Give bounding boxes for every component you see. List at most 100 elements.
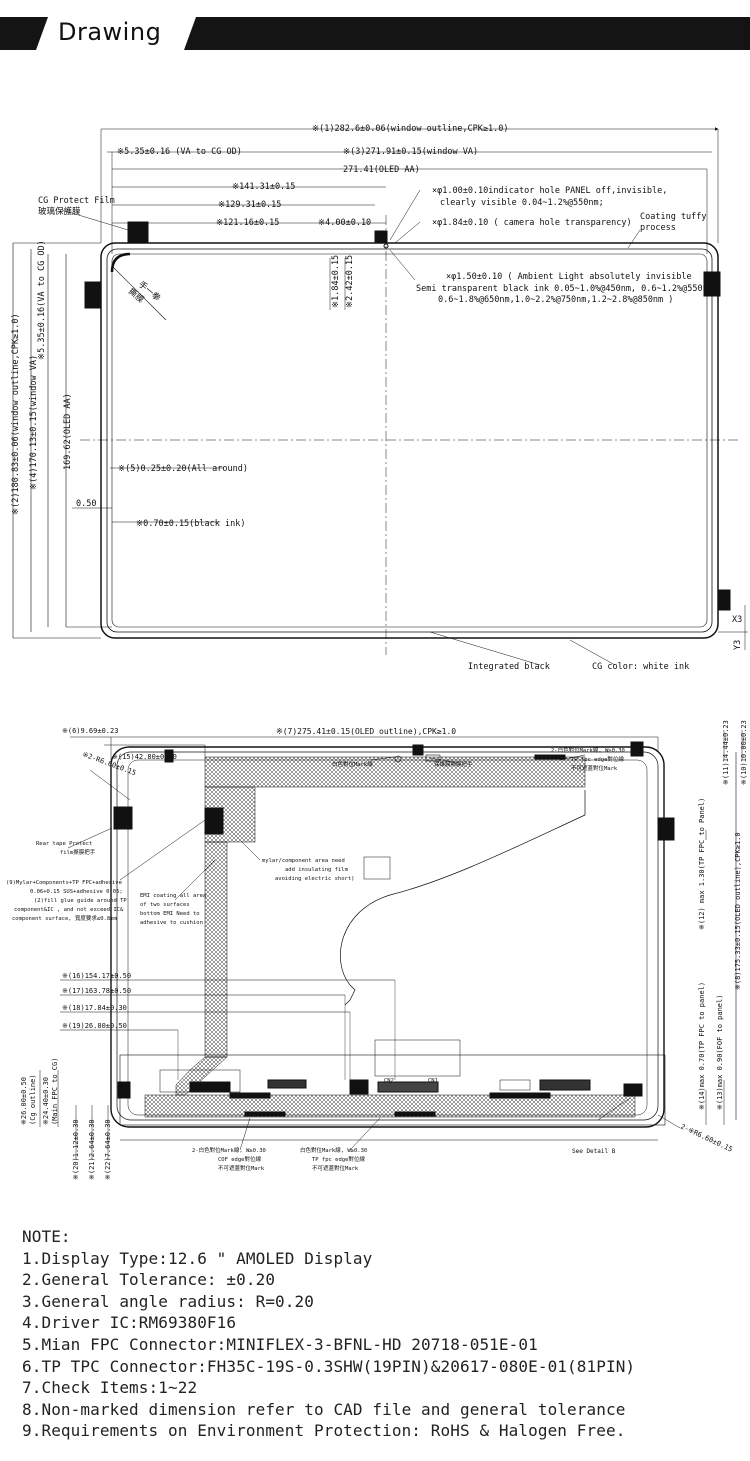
protect-film-tab-right-bottom: [717, 589, 731, 611]
oled-outline-bottom: [116, 751, 659, 1121]
note-item: 6.TP TPC Connector:FH35C-19S-0.3SHW(19PI…: [22, 1356, 636, 1376]
oled-aa: [111, 253, 708, 628]
dim-oled-aa-w: 271.41(OLED AA): [343, 165, 420, 175]
dim-y3: Y3: [733, 640, 743, 650]
mylar-note5: component surface, 寬度要求≤0.8mm: [12, 914, 117, 922]
note-item: 1.Display Type:12.6 " AMOLED Display: [22, 1248, 373, 1268]
cg-outline: [100, 242, 719, 639]
cg-color-label: CG color: white ink: [592, 662, 689, 672]
dim-window-va-h: ※(4)170.13±0.15(window VA): [29, 355, 39, 490]
dim-11: ※(11)14.44±0.23: [722, 720, 730, 785]
tp-ic-block: [204, 807, 224, 835]
emi-note4: adhesive to cushion: [140, 920, 203, 926]
ambient-note3: 0.6~1.8%@650nm,1.0~2.2%@750nm,1.2~2.8%@8…: [438, 295, 673, 305]
protect-film-tab-left: [84, 281, 102, 309]
dim-050: 0.50: [76, 499, 96, 509]
dim-141: ※141.31±0.15: [232, 182, 295, 192]
cg-protect-label-cn: 玻璃保護膜: [38, 206, 81, 217]
tp-fpc-outline: [340, 790, 586, 1006]
tab-left-bottom: [117, 1081, 131, 1099]
indicator-hole-note: ×φ1.00±0.10indicator hole PANEL off,invi…: [432, 186, 667, 196]
note-item: 2.General Tolerance: ±0.20: [22, 1270, 276, 1290]
mylar-comp-note2: add insulating film: [285, 867, 349, 873]
dim-129: ※129.31±0.15: [218, 200, 281, 210]
mark-bl-2: COF edge對位線: [218, 1155, 261, 1163]
dim-13: ※(13)max 0.90(FOF to panel): [716, 995, 724, 1110]
dim-22: ※(22)7.64±0.30: [104, 1119, 112, 1180]
dim-oled-aa-h: 169.62(OLED AA): [63, 393, 73, 470]
dim-15: ※(15)42.80±0.50: [112, 753, 177, 761]
dim-main-fpc: ※24.40±0.30(Main FPC to CG): [42, 1058, 59, 1125]
mark-top-3: 不可遮蓋對位Mark: [571, 764, 618, 772]
mark-top-2: TP fpc edge對位線: [571, 755, 624, 763]
dim-r60b: 2-※R6.60±0.15: [679, 1123, 734, 1154]
dim-184: ※1.84±0.15: [331, 255, 341, 308]
protect-film-tab-right-top: [703, 271, 721, 297]
window-va: [106, 248, 713, 633]
tab-top-mid: [412, 744, 424, 756]
mylar-note1: (9)Mylar+Components+TP FPC+adhesive: [6, 880, 122, 886]
connector-area: [374, 1039, 461, 1077]
tp-fpc-top: [204, 756, 586, 788]
emi-note1: EMI coating all area: [140, 893, 206, 899]
cn-top-b: 保護膜撕膜把手: [434, 760, 473, 768]
ambient-note2: Semi transparent black ink 0.05~1.0%@450…: [416, 284, 718, 294]
indicator-hole-note2: clearly visible 0.04~1.2%@550nm;: [440, 198, 604, 208]
mylar-comp-note3: avoiding electric short): [275, 876, 354, 882]
note-item: 3.General angle radius: R=0.20: [22, 1291, 314, 1311]
mark-bm-2: TP fpc edge對位線: [312, 1155, 365, 1163]
mylar-comp-note1: mylar/component area need: [262, 858, 345, 864]
rear-tape-label: Rear tape Protect: [36, 841, 92, 847]
dim-all-around: ※(5)0.25±0.20(All around): [118, 464, 248, 474]
cn2-label: CN2: [384, 1078, 394, 1084]
integrated-black-label: Integrated black: [468, 662, 550, 672]
rear-tape-label2: film撕膜把手: [60, 848, 96, 856]
notes-title: NOTE:: [22, 1227, 71, 1246]
dim-10: ※(10)10.00±0.23: [740, 720, 748, 785]
note-item: 7.Check Items:1~22: [22, 1378, 198, 1398]
dim-6: ※(6)9.69±0.23: [62, 727, 118, 735]
camera-hole: [383, 243, 389, 249]
top-view: [12, 127, 748, 666]
mark-bl-1: 2-白色對位Mark線, W≥0.30: [192, 1146, 266, 1154]
dim-window-outline-w: ※(1)282.6±0.06(window outline,CPK≥1.0): [312, 124, 508, 134]
note-item: 5.Mian FPC Connector:MINIFLEX-3-BFNL-HD …: [22, 1334, 538, 1354]
tab-top-right: [630, 741, 644, 757]
rear-tape-tab: [113, 806, 133, 830]
dim-x3: X3: [732, 615, 742, 625]
cn1-label: CN1: [428, 1078, 438, 1084]
page-title: Drawing: [58, 18, 162, 46]
emi-note3: bottom EMI Need to: [140, 911, 200, 917]
detail-b-box: [119, 1054, 666, 1126]
note-item: 9.Requirements on Environment Protection…: [22, 1421, 626, 1441]
notes-section: NOTE: 1.Display Type:12.6 " AMOLED Displ…: [22, 1226, 635, 1442]
mark-bm-3: 不可遮蓋對位Mark: [312, 1164, 359, 1172]
camera-hole-tab: [374, 230, 388, 244]
diag-line: [111, 265, 167, 321]
see-detail-label: See Detail B: [572, 1148, 616, 1155]
mark-bl-3: 不可遮蓋對位Mark: [218, 1164, 265, 1172]
dim-242: ※2.42±0.15: [345, 255, 355, 308]
mark-bm-1: 白色對位Mark線, W≥0.30: [300, 1146, 367, 1154]
header-tab: [36, 17, 196, 50]
tp-fpc-stem: [204, 841, 228, 1058]
dim-19: ※(19)26.80±0.50: [62, 1022, 127, 1030]
protect-film-tab: [127, 221, 149, 243]
dim-18: ※(18)17.84±0.30: [62, 1004, 127, 1012]
bottom-view: [39, 730, 743, 1160]
main-fpc: [144, 1094, 636, 1118]
dim-12: ※(12) max 1.30(TP FPC to Panel): [698, 798, 706, 930]
mylar-note4: component&IC , and not exceed IC&: [14, 907, 124, 913]
dim-window-outline-h: ※(2)180.83±0.06(window outline,CPK≥1.0): [11, 313, 21, 515]
mylar-note3: (2)fill glue guide around TP: [34, 898, 127, 904]
emi-note2: of two surfaces: [140, 902, 190, 908]
dim-cg-outline: ※26.00±0.50(Cg outline): [20, 1074, 37, 1125]
dim-21: ※(21)2.64±0.30: [88, 1119, 96, 1180]
coating-label2: process: [640, 223, 676, 233]
dim-17: ※(17)163.78±0.50: [62, 987, 131, 995]
mylar-note2: 0.06+0.15 SUS+adhesive 0.05;: [30, 889, 123, 895]
dim-va-to-cg-top: ※5.35±0.16 (VA to CG OD): [117, 147, 242, 157]
dim-16: ※(16)154.17±0.50: [62, 972, 131, 980]
bottom-view-text: ※(6)9.69±0.23 ※(7)275.41±0.15(OLED outli…: [6, 720, 748, 1180]
dim-window-va-w: ※(3)271.91±0.15(window VA): [343, 147, 478, 157]
